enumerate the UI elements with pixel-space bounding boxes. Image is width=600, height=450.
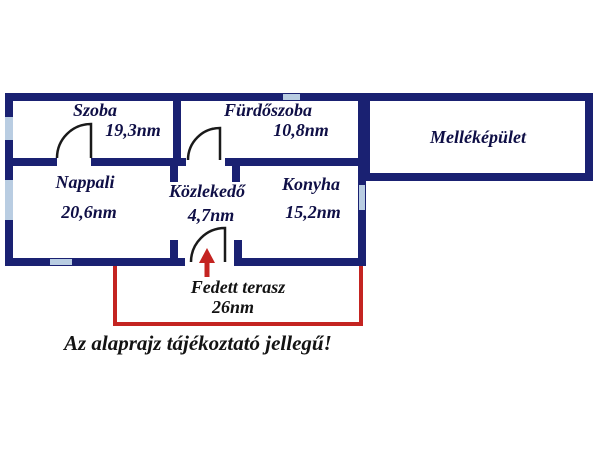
- room-area-furdoszoba: 10,8nm: [273, 120, 329, 140]
- room-label-kozlekedo: Közlekedő: [169, 181, 245, 201]
- window-szoba-left: [5, 117, 13, 140]
- window-konyha-right: [359, 185, 365, 210]
- window-nappali-bottom: [50, 259, 72, 265]
- wall-szoba-furdoszoba: [173, 93, 181, 166]
- disclaimer-note: Az alaprajz tájékoztató jellegű!: [64, 331, 332, 355]
- room-label-nappali: Nappali: [55, 172, 115, 192]
- wall-bottom-right-segment: [235, 258, 366, 266]
- wall-left: [5, 93, 13, 266]
- door-arc-furdoszoba: [186, 126, 222, 161]
- wall-bottom-left-segment: [5, 258, 185, 266]
- wall-divider-middle: [91, 158, 186, 166]
- wall-nappali-kozlekedo-top: [170, 158, 178, 182]
- wall-kozlekedo-konyha-bottom: [234, 240, 242, 266]
- room-area-fedett-terasz: 26nm: [211, 297, 255, 317]
- room-fedett-terasz-outline: [113, 266, 363, 326]
- wall-kozlekedo-konyha-top: [232, 158, 240, 182]
- room-label-mellekepulet: Melléképület: [430, 127, 526, 147]
- room-label-fedett-terasz: Fedett terasz: [190, 277, 286, 297]
- wall-top: [5, 93, 366, 101]
- door-arc-entrance: [189, 226, 227, 263]
- room-label-konyha: Konyha: [281, 174, 341, 194]
- room-area-szoba: 19,3nm: [105, 120, 161, 140]
- door-arc-szoba: [55, 122, 93, 159]
- room-label-furdoszoba: Fürdőszoba: [223, 100, 313, 120]
- room-mellekepulet-outline: [362, 93, 593, 181]
- wall-divider-right: [225, 158, 366, 166]
- wall-nappali-kozlekedo-bottom: [170, 240, 178, 266]
- wall-divider-left: [5, 158, 57, 166]
- room-area-kozlekedo: 4,7nm: [187, 205, 235, 225]
- window-nappali-left: [5, 180, 13, 220]
- room-label-szoba: Szoba: [72, 100, 118, 120]
- window-furdoszoba-top: [283, 94, 300, 100]
- room-area-nappali: 20,6nm: [61, 202, 117, 222]
- room-area-konyha: 15,2nm: [285, 202, 341, 222]
